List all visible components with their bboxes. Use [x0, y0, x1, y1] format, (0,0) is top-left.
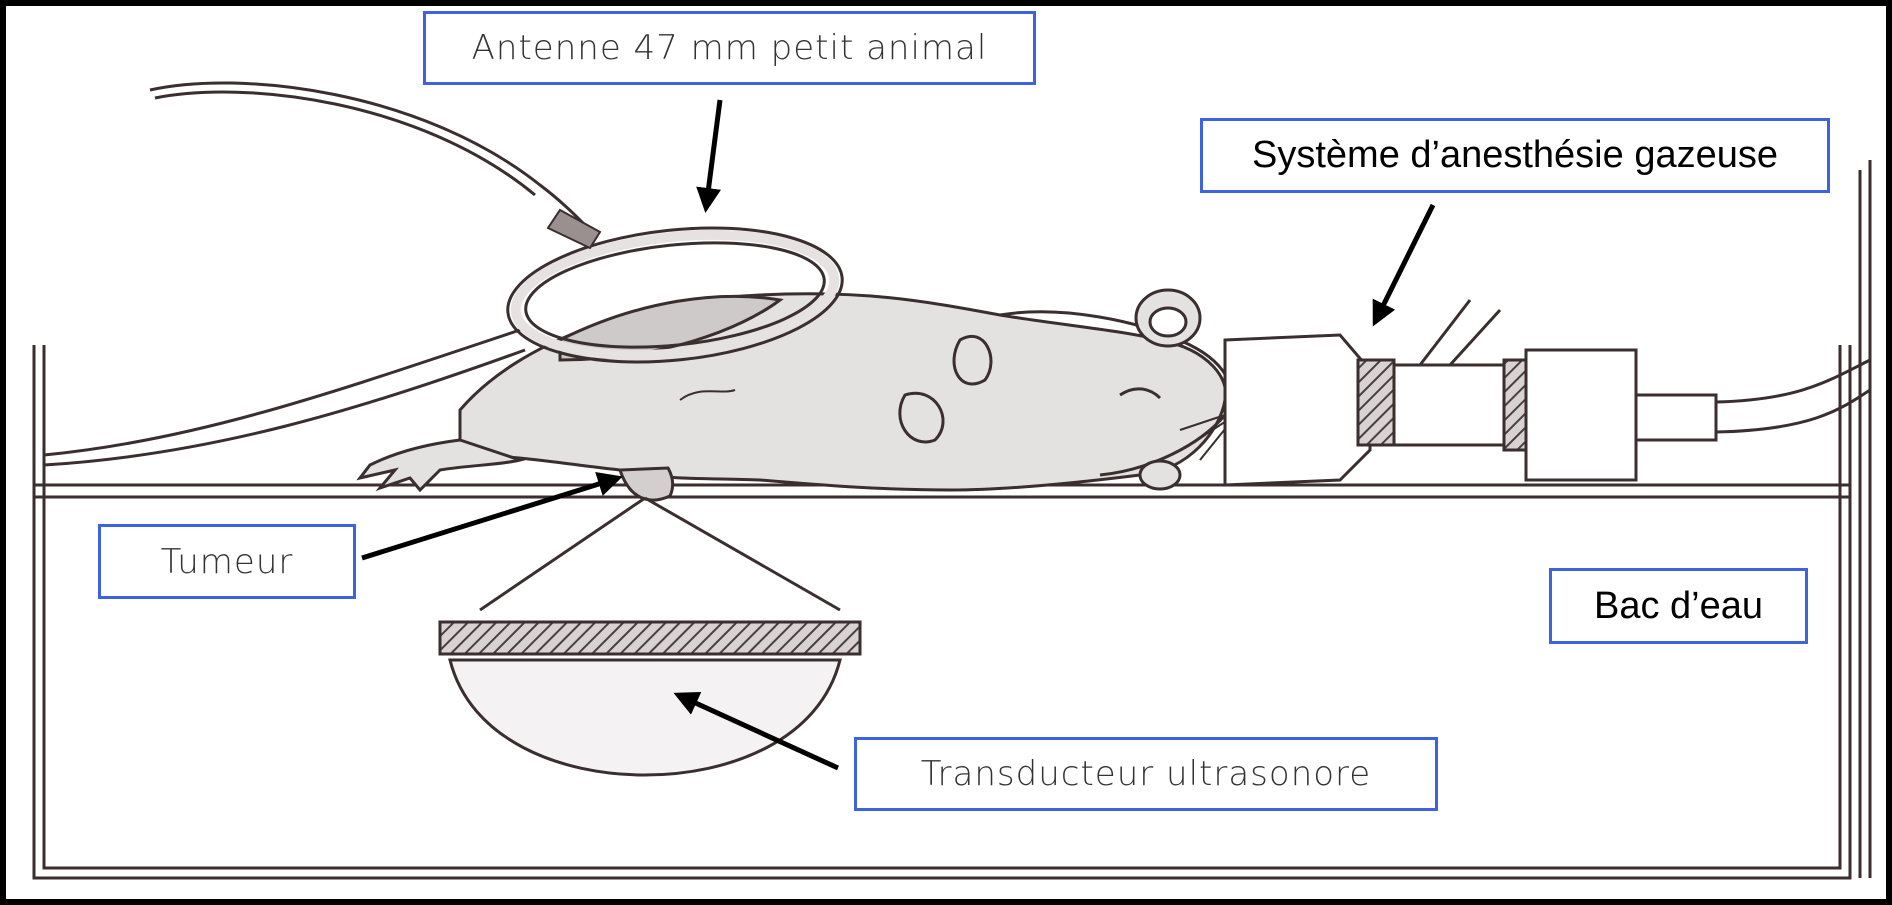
antenna-label: Antenne 47 mm petit animal: [423, 11, 1036, 85]
anesthesia-label: Système d’anesthésie gazeuse: [1200, 118, 1830, 193]
transducer-label: Transducteur ultrasonore: [854, 737, 1438, 811]
nose-cone: [1225, 335, 1370, 485]
tumor-label: Tumeur: [98, 524, 356, 599]
transducer: [440, 498, 860, 775]
water-tank-label: Bac d’eau: [1549, 568, 1808, 644]
mouse: [360, 290, 1270, 500]
arrow-tumor: [362, 478, 618, 558]
antenna-cable: [150, 83, 585, 225]
tumor-bump: [620, 468, 673, 500]
arrow-anesthesia: [1375, 205, 1433, 322]
mouse-front-paw: [954, 336, 991, 384]
arrow-antenna: [706, 100, 720, 208]
anesthesia-system: [1225, 300, 1870, 485]
